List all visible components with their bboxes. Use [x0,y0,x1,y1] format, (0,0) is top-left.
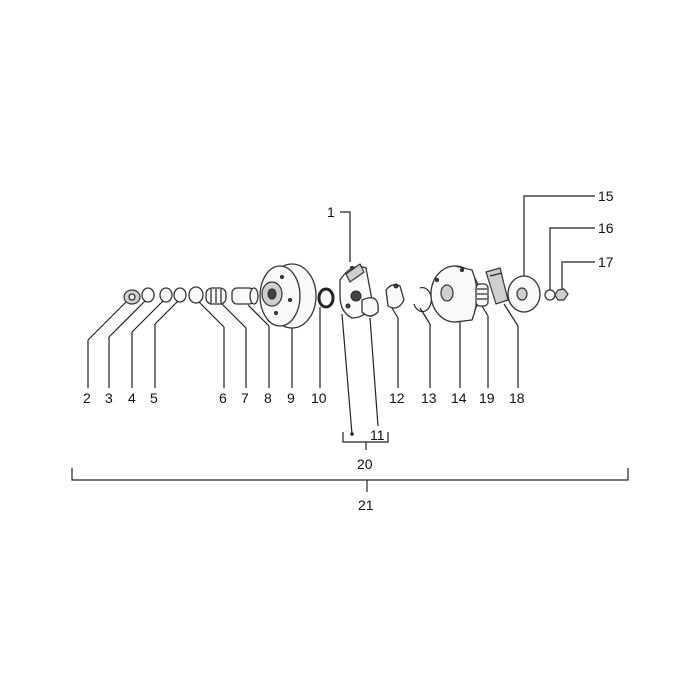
leader-lines [87,195,595,435]
label-1: 1 [327,204,335,220]
part-16-washer [544,289,556,301]
label-19: 19 [479,390,495,406]
part-4-ring [159,287,173,303]
part-18-shoe [485,267,509,305]
label-4: 4 [128,390,136,406]
label-15: 15 [598,188,614,204]
part-8-bushing [231,287,259,305]
part-2-washer [123,289,141,305]
label-14: 14 [451,390,467,406]
label-10: 10 [311,390,327,406]
label-2: 2 [83,390,91,406]
label-8: 8 [264,390,272,406]
label-5: 5 [150,390,158,406]
part-3-circlip [141,287,155,303]
label-13: 13 [421,390,437,406]
part-13-circlip [413,286,432,313]
part-6-ring [188,286,204,304]
callout-labels: 1 2 3 4 5 6 7 8 9 10 11 12 13 14 15 16 1… [83,188,614,513]
label-9: 9 [287,390,295,406]
part-7-bearing [205,287,227,305]
part-1-brake-plate [339,263,379,319]
label-20: 20 [357,456,373,472]
label-3: 3 [105,390,113,406]
label-6: 6 [219,390,227,406]
bracket-21 [71,468,629,492]
part-17-nut [554,288,569,301]
label-12: 12 [389,390,405,406]
label-7: 7 [241,390,249,406]
label-18: 18 [509,390,525,406]
label-17: 17 [598,254,614,270]
part-14-brake-drum [430,265,480,323]
part-19-spring [475,283,489,307]
part-12-bracket [385,283,405,309]
label-21: 21 [358,497,374,513]
part-5-ring [173,287,187,303]
bracket-20 [342,432,389,450]
label-11: 11 [370,427,385,443]
part-15-disc [507,275,541,313]
part-9-drum [259,263,317,329]
label-16: 16 [598,220,614,236]
part-10-seal [317,287,335,309]
